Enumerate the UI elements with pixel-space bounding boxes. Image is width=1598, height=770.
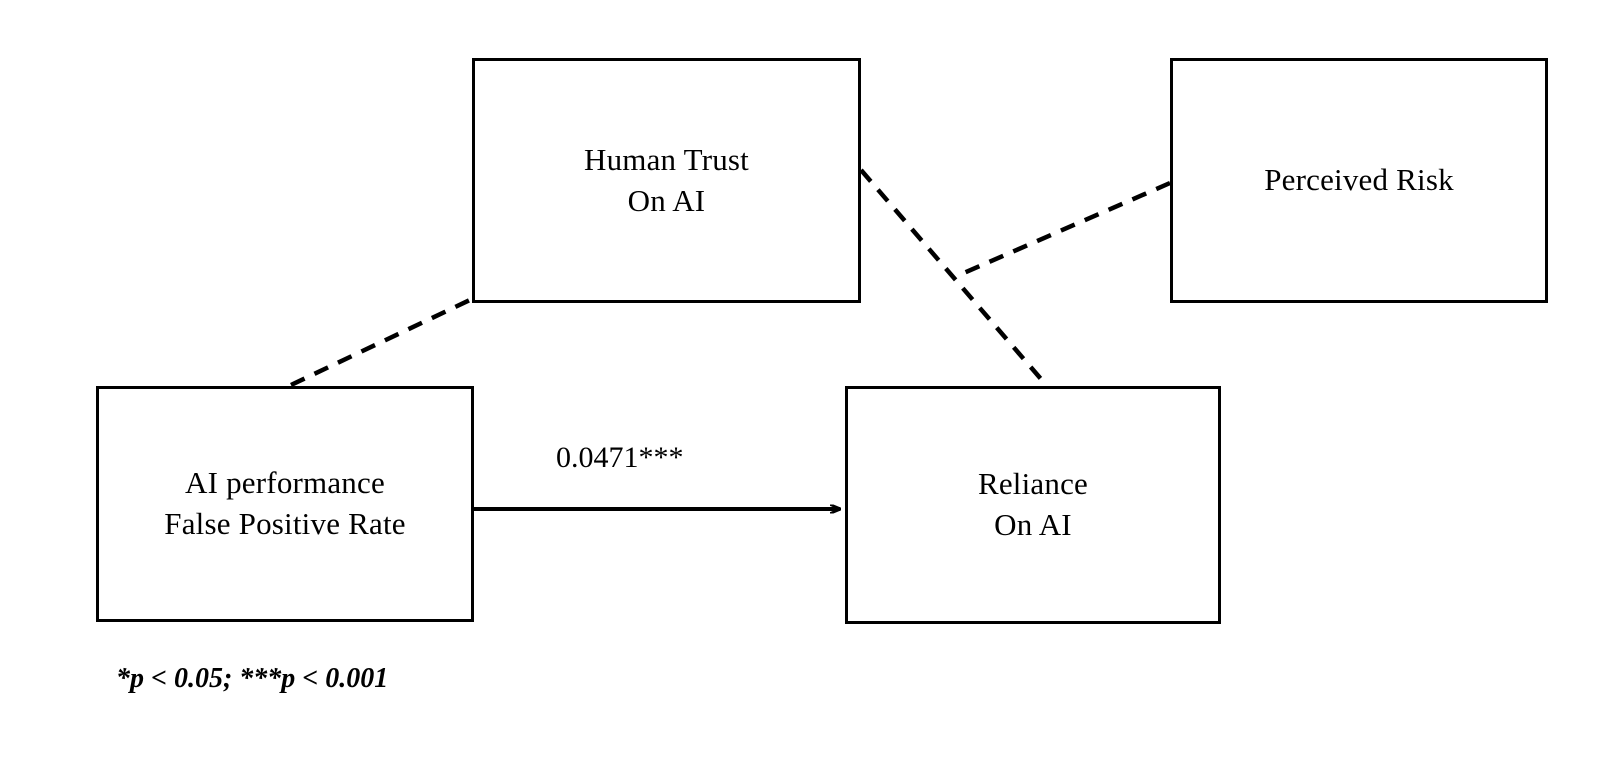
- edge-perceived-risk-to-path: [956, 180, 1171, 279]
- edge-human-trust-to-reliance: [859, 168, 1049, 388]
- node-reliance[interactable]: Reliance On AI: [845, 386, 1221, 624]
- node-human-trust[interactable]: Human Trust On AI: [472, 58, 861, 303]
- node-perceived-risk-label: Perceived Risk: [1264, 162, 1454, 198]
- significance-footnote: *p < 0.05; ***p < 0.001: [116, 663, 389, 694]
- node-reliance-label: Reliance On AI: [977, 466, 1089, 542]
- node-ai-performance[interactable]: AI performance False Positive Rate: [96, 386, 474, 622]
- node-ai-performance-label: AI performance False Positive Rate: [164, 465, 406, 541]
- edge-label-coefficient: 0.0471***: [556, 441, 684, 474]
- edge-ai-performance-to-human-trust: [290, 296, 473, 388]
- node-human-trust-label: Human Trust On AI: [584, 141, 749, 218]
- node-perceived-risk[interactable]: Perceived Risk: [1170, 58, 1548, 303]
